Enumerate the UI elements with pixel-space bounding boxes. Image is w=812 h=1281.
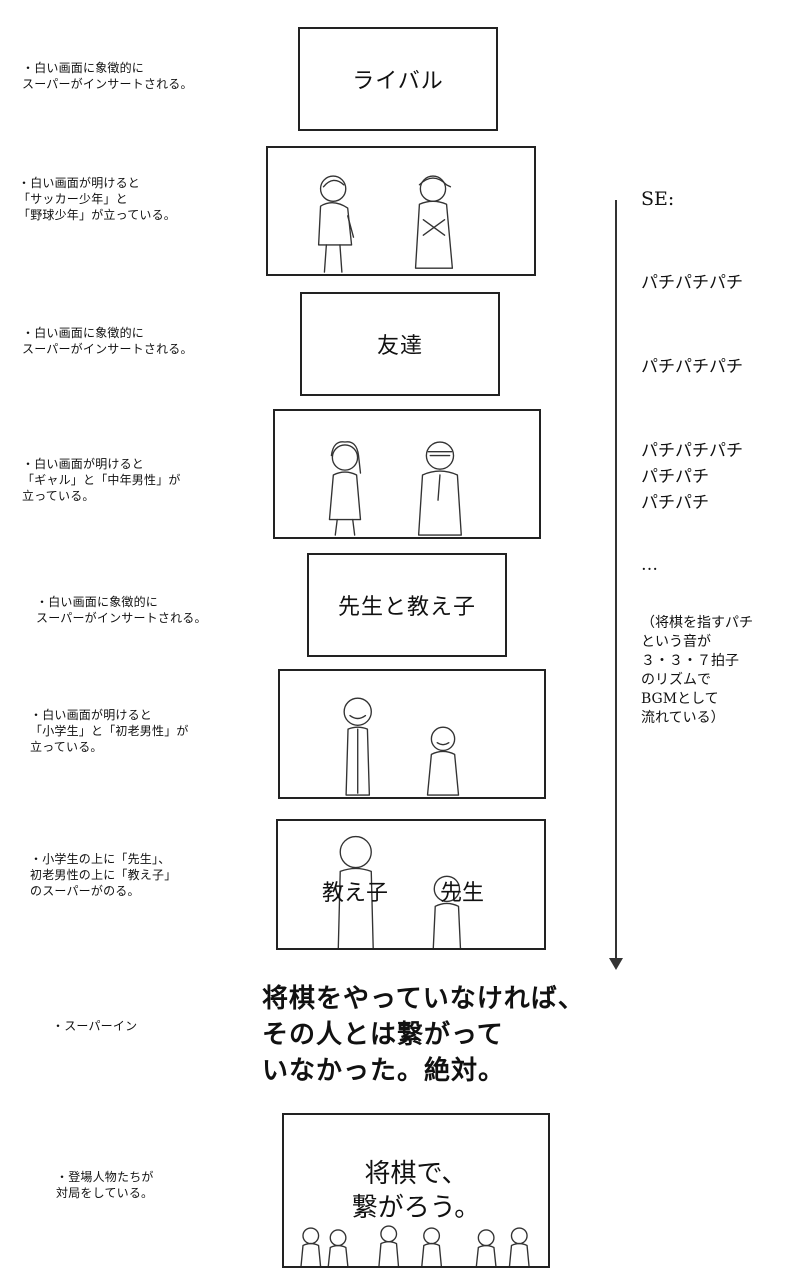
closing-tagline-line-1: 将棋で、 — [364, 1159, 468, 1189]
shogi-players-sketch — [300, 1225, 530, 1266]
se-timeline-line — [615, 200, 617, 958]
direction-note-3: ・白い画面に象徴的に スーパーがインサートされる。 — [22, 326, 193, 356]
gal-and-middle-aged-man-sketch — [328, 441, 462, 536]
arrow-down-icon — [609, 958, 623, 970]
se-ellipsis: … — [641, 555, 658, 575]
storyboard-panel-5: 先生と教え子 — [307, 553, 507, 657]
panel-super-text: 先生と教え子 — [337, 595, 476, 620]
storyboard-panel-6 — [278, 669, 546, 799]
soccer-and-baseball-boys-sketch — [317, 175, 454, 273]
panel-super-text: ライバル — [352, 69, 444, 94]
se-rhythm-note: （将棋を指すパチ という音が ３・３・７拍子 のリズムで BGMとして 流れてい… — [641, 615, 753, 726]
direction-note-1: ・白い画面に象徴的に スーパーがインサートされる。 — [22, 61, 193, 91]
storyboard-panel-9: 将棋で、 繋がろう。 — [282, 1113, 550, 1268]
storyboard-panel-3: 友達 — [300, 292, 500, 396]
direction-note-4: ・白い画面が明けると 「ギャル」と「中年男性」が 立っている。 — [22, 457, 181, 503]
storyboard-panel-4 — [273, 409, 541, 539]
storyboard-panel-1: ライバル — [298, 27, 498, 131]
direction-note-7: ・小学生の上に「先生」、 初老男性の上に「教え子」 のスーパーがのる。 — [30, 852, 177, 898]
panel-super-text: 友達 — [376, 334, 423, 359]
direction-note-2: ・白い画面が明けると 「サッカー少年」と 「野球少年」が立っている。 — [18, 176, 177, 222]
closing-tagline-line-2: 繋がろう。 — [351, 1193, 481, 1223]
storyboard-panel-7: 教え子 先生 — [276, 819, 546, 950]
super-caption: 将棋をやっていなければ、 その人とは繋がって いなかった。絶対。 — [262, 984, 585, 1086]
child-and-elderly-man-outline-sketch — [337, 835, 462, 948]
se-sound-3: パチパチパチ パチパチ パチパチ — [641, 441, 743, 513]
child-and-elderly-man-sketch — [343, 697, 460, 796]
super-text-teacher: 先生 — [440, 881, 485, 906]
direction-note-5: ・白い画面に象徴的に スーパーがインサートされる。 — [36, 595, 207, 625]
se-sound-1: パチパチパチ — [641, 273, 743, 293]
storyboard-panel-2 — [266, 146, 536, 276]
se-sound-2: パチパチパチ — [641, 357, 743, 377]
direction-note-6: ・白い画面が明けると 「小学生」と「初老男性」が 立っている。 — [30, 708, 189, 754]
direction-note-9: ・登場人物たちが 対局をしている。 — [56, 1170, 154, 1200]
direction-note-8: ・スーパーイン — [52, 1019, 138, 1033]
se-label: SE: — [641, 188, 675, 210]
super-text-student: 教え子 — [322, 881, 389, 906]
